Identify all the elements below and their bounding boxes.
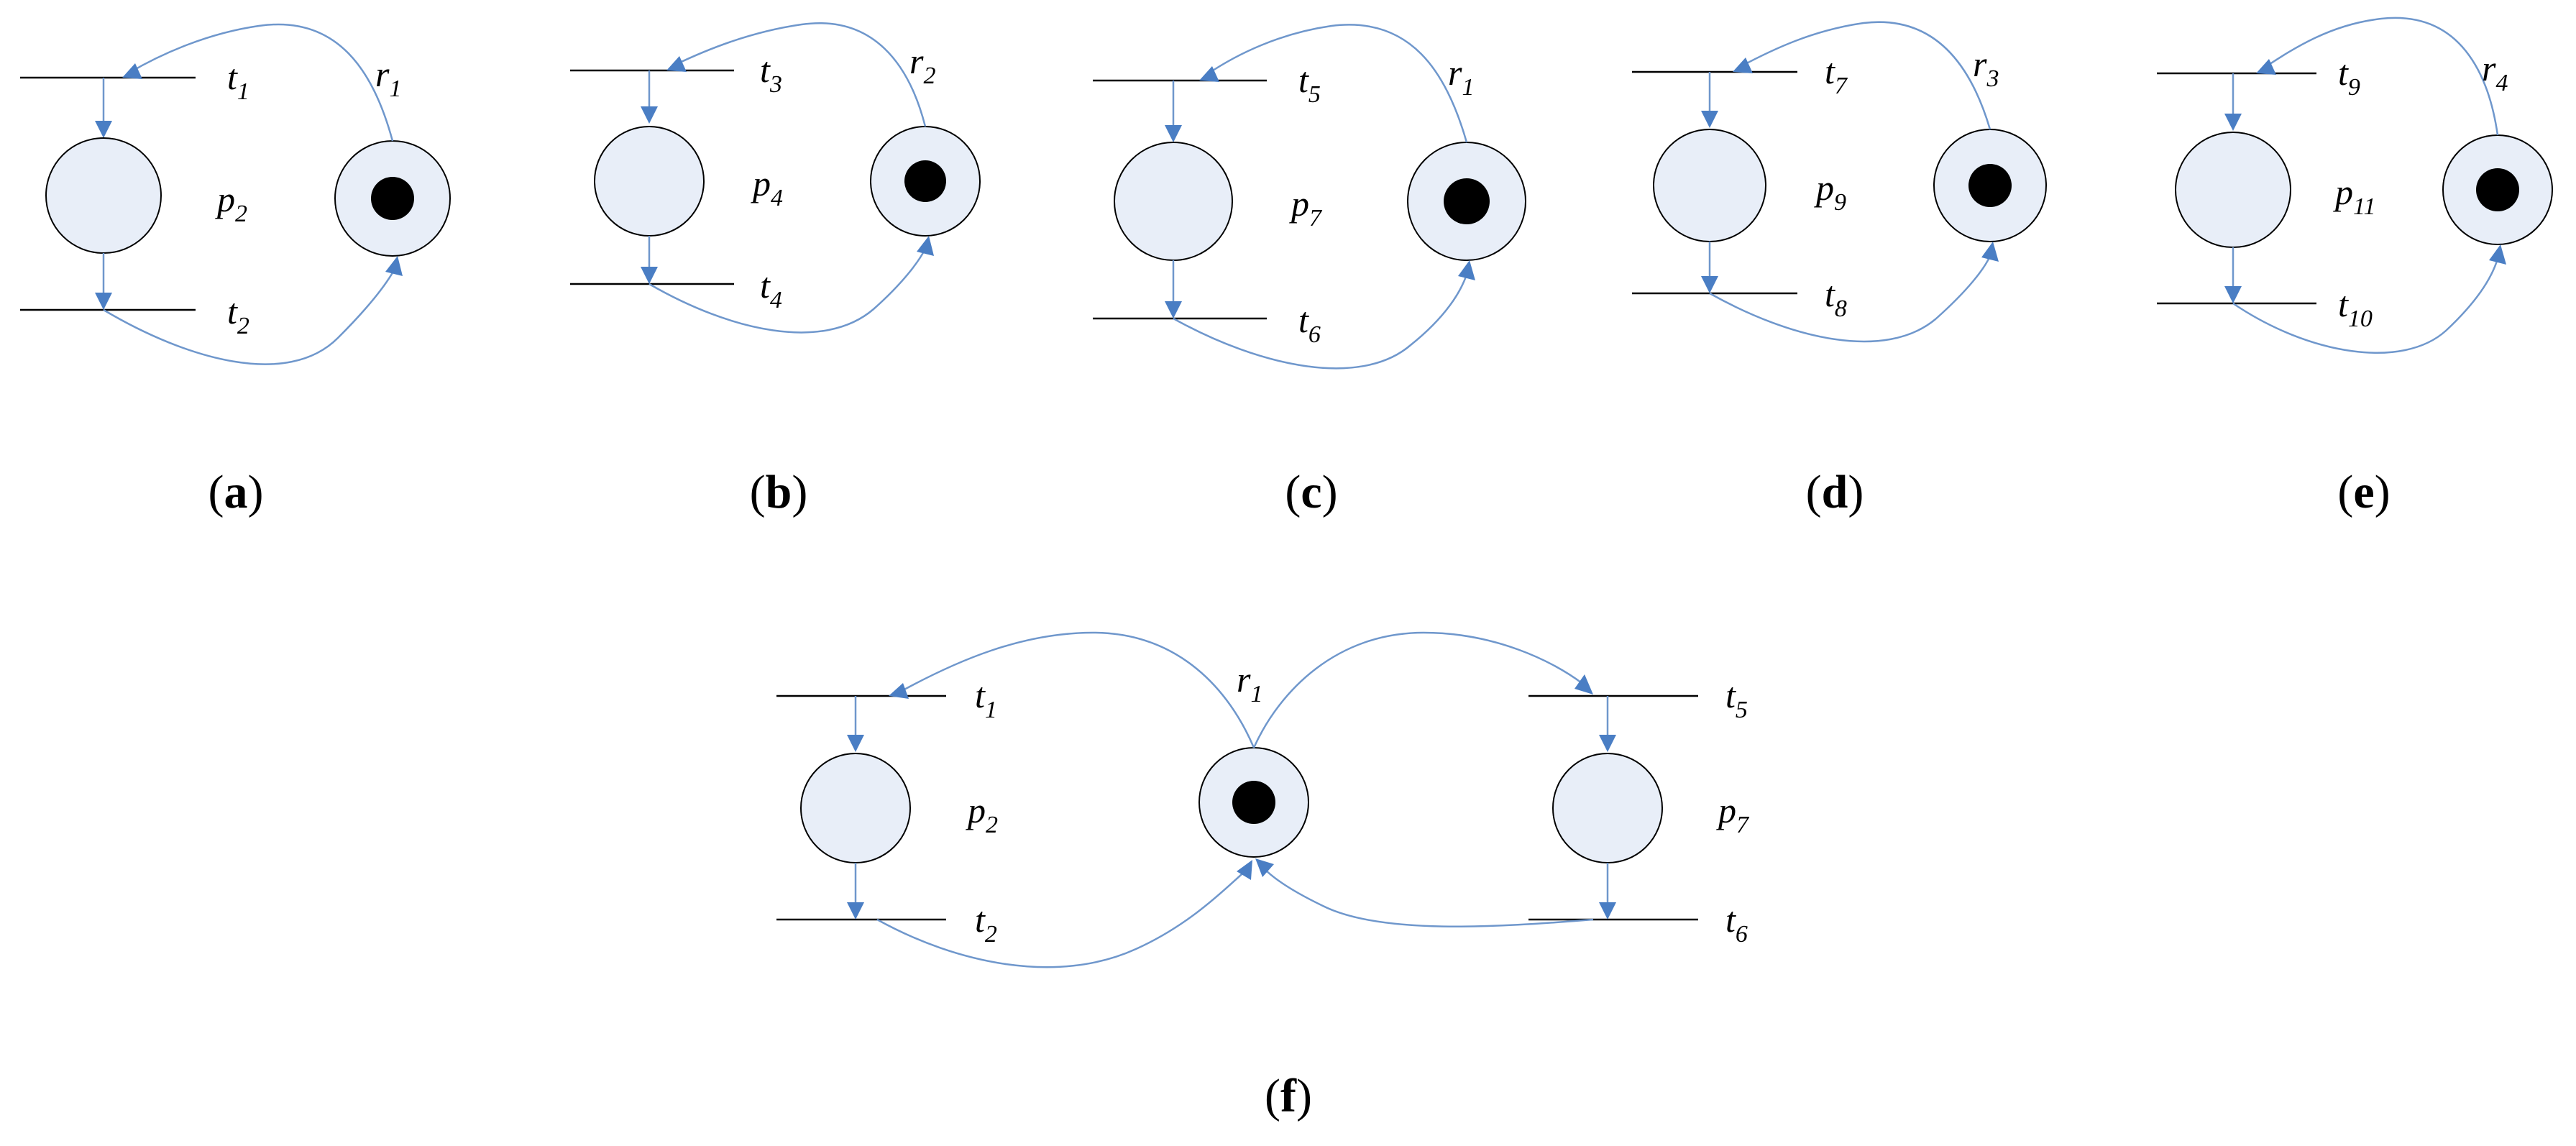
arc-resource-to-ttop	[1739, 21, 1991, 130]
panel-caption: (a)	[208, 466, 264, 518]
transition-label-bottom: t2	[227, 291, 249, 339]
right-transition-label-bottom: t6	[1725, 899, 1748, 948]
place-circle	[2175, 132, 2291, 248]
token-dot	[1444, 178, 1490, 224]
arrowhead	[95, 121, 112, 138]
arrowhead	[889, 683, 909, 699]
arc-resource-to-ttop	[2263, 17, 2499, 136]
arc-tbot-to-resource	[103, 270, 395, 365]
arrowhead	[1255, 858, 1274, 877]
place-circle	[45, 137, 162, 254]
token-dot	[1232, 781, 1275, 824]
arc-tbot-to-resource	[648, 248, 927, 334]
resource-label: r4	[2482, 48, 2508, 96]
panel-caption: (e)	[2337, 466, 2390, 518]
resource-label: r2	[909, 41, 935, 89]
panel-caption: (c)	[1285, 466, 1337, 518]
place-label: p4	[751, 163, 783, 211]
arrowhead	[917, 236, 934, 256]
place-circle	[1114, 142, 1233, 261]
arrowhead	[1701, 276, 1718, 293]
resource-label: r3	[1973, 44, 1999, 92]
arrowhead	[641, 267, 658, 284]
arc-resource-to-ttop	[673, 22, 927, 127]
arrowhead	[2224, 114, 2242, 131]
arc-right-tbot-to-resource	[1263, 868, 1594, 928]
arrowhead	[641, 106, 658, 124]
transition-label-top: t7	[1825, 51, 1848, 99]
left-place-circle	[800, 753, 911, 863]
arrowhead	[1199, 66, 1219, 82]
right-transition-label-top: t5	[1725, 675, 1748, 723]
arc-resource-to-ttop	[1206, 24, 1468, 143]
arrowhead	[122, 63, 142, 79]
transition-label-top: t5	[1298, 60, 1321, 108]
right-place-label: p7	[1716, 790, 1750, 838]
arc-resource-to-right-ttop	[1252, 631, 1582, 748]
arc-tbot-to-resource	[2232, 258, 2499, 354]
arrowhead	[2256, 59, 2276, 75]
left-place-label: p2	[966, 790, 998, 838]
resource-label: r1	[1448, 52, 1474, 101]
transition-label-bottom: t6	[1298, 300, 1321, 348]
arrowhead	[1733, 58, 1753, 73]
arrowhead	[2489, 244, 2506, 265]
panel-caption: (b)	[750, 466, 808, 518]
place-label: p9	[1814, 168, 1846, 216]
arrowhead	[1237, 860, 1252, 880]
arrowhead	[1599, 902, 1616, 920]
arrowhead	[385, 256, 403, 276]
arrowhead	[2224, 286, 2242, 303]
left-transition-label-top: t1	[975, 675, 997, 723]
arrowhead	[1458, 260, 1475, 280]
arrowhead	[1599, 735, 1616, 752]
panel-d: t7 t8 p9 r3 (d)	[1632, 21, 2047, 518]
left-transition-label-bottom: t2	[975, 899, 997, 948]
panel-a: t1 t2 p2 r1 (a)	[20, 23, 451, 518]
place-label: p11	[2333, 172, 2375, 220]
place-circle	[594, 126, 705, 237]
panel-caption: (d)	[1806, 466, 1864, 518]
resource-label: r1	[375, 54, 401, 102]
right-place-circle	[1552, 753, 1663, 863]
arc-resource-to-left-ttop	[902, 631, 1255, 748]
transition-label-bottom: t10	[2338, 284, 2373, 332]
panel-e: t9 t10 p11 r4 (e)	[2157, 17, 2553, 518]
arrowhead	[1575, 674, 1593, 695]
panel-f: t1 t2 p2 t5 t6 p7 r1 (f)	[776, 631, 1750, 1122]
token-dot	[904, 160, 946, 202]
panel-c: t5 t6 p7 r1 (c)	[1093, 24, 1526, 518]
arc-resource-to-ttop	[129, 23, 394, 142]
arrowhead	[847, 735, 864, 752]
token-dot	[1968, 164, 2012, 207]
place-circle	[1653, 129, 1766, 242]
arrowhead	[95, 293, 112, 310]
shared-resource-label: r1	[1237, 659, 1262, 707]
panel-b: t3 t4 p4 r2 (b)	[570, 22, 981, 518]
panel-caption: (f)	[1265, 1070, 1312, 1122]
arrowhead	[1165, 301, 1182, 318]
transition-label-top: t3	[760, 50, 782, 98]
arrowhead	[1701, 111, 1718, 128]
transition-label-top: t9	[2338, 52, 2360, 101]
transition-label-bottom: t4	[760, 265, 782, 313]
token-dot	[371, 177, 414, 220]
transition-label-top: t1	[227, 57, 249, 105]
arrowhead	[1981, 242, 1999, 262]
arrowhead	[666, 56, 687, 72]
place-label: p7	[1289, 183, 1323, 232]
token-dot	[2476, 168, 2519, 211]
arc-tbot-to-resource	[1173, 274, 1468, 370]
arrowhead	[847, 902, 864, 920]
transition-label-bottom: t8	[1825, 274, 1847, 322]
arc-left-tbot-to-resource	[876, 869, 1247, 968]
place-label: p2	[215, 179, 247, 227]
arrowhead	[1165, 125, 1182, 142]
arc-tbot-to-resource	[1709, 255, 1991, 343]
